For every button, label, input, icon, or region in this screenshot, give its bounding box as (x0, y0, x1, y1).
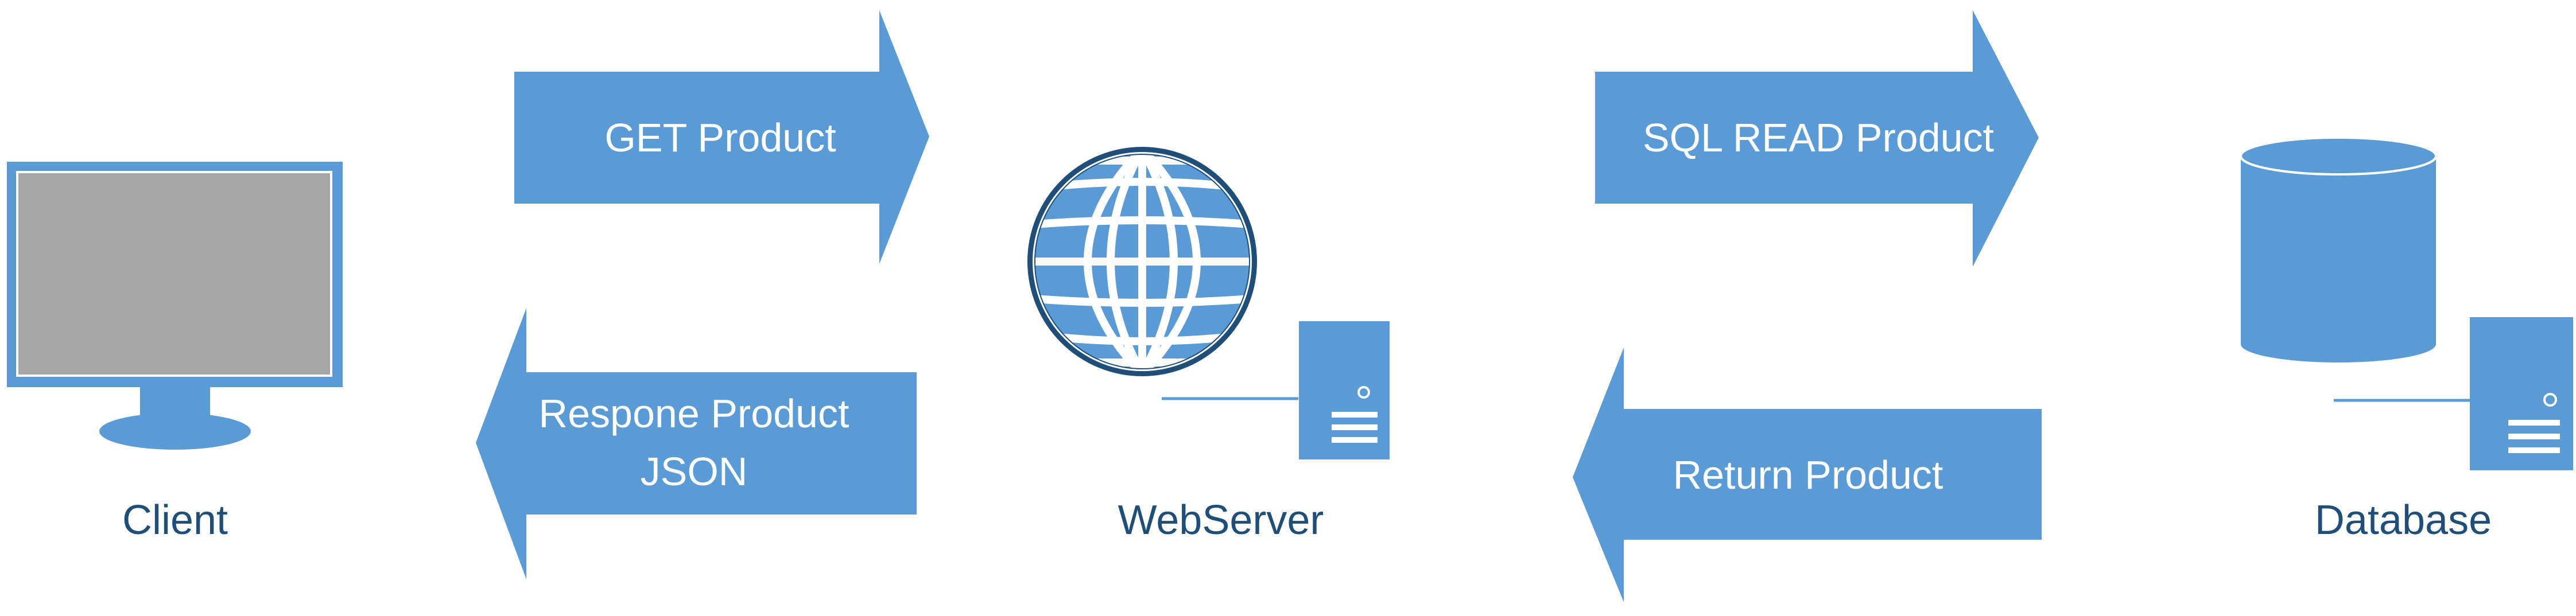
webserver-server-tower-icon (1162, 321, 1390, 459)
response-arrow-label-line2: JSON (641, 449, 748, 494)
cylinder-top (2240, 137, 2437, 176)
return-product-arrow-label: Return Product (1673, 453, 1943, 497)
server-tower (1299, 321, 1390, 459)
arrow-shape (476, 308, 917, 579)
server-tower (2470, 317, 2573, 470)
monitor-screen (16, 171, 332, 377)
cylinder-body (2241, 156, 2436, 362)
database-cylinder-icon (2240, 137, 2437, 362)
sql-read-arrow-label: SQL READ Product (1643, 115, 1994, 160)
get-product-arrow-label: GET Product (604, 115, 836, 160)
server-power-dot (1357, 386, 1370, 399)
monitor-neck (140, 387, 210, 416)
response-product-arrow: Respone Product JSON (476, 308, 917, 579)
get-product-arrow: GET Product (514, 10, 929, 264)
database-server-tower-icon (2334, 317, 2573, 470)
webserver-label: WebServer (1118, 497, 1324, 543)
sql-read-arrow: SQL READ Product (1595, 10, 2039, 267)
return-product-arrow: Return Product (1573, 348, 2042, 602)
arrow-shape (514, 10, 929, 264)
response-arrow-label-line1: Respone Product (539, 391, 849, 436)
client-label: Client (122, 497, 228, 543)
database-label: Database (2315, 497, 2492, 543)
client-monitor-icon (7, 162, 343, 450)
arrow-shape (1595, 10, 2039, 267)
monitor-base (99, 413, 251, 450)
arrow-shape (1573, 348, 2042, 602)
server-power-dot (2543, 393, 2557, 407)
webserver-globe-icon (1027, 147, 1257, 376)
